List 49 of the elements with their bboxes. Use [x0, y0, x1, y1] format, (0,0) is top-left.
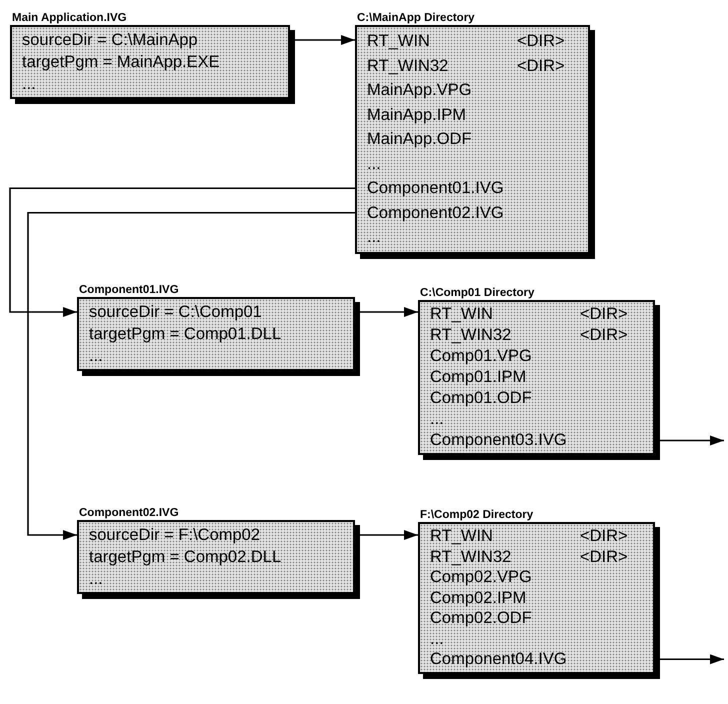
directory-tag: <DIR>: [517, 29, 565, 54]
file-entry: RT_WIN: [430, 526, 494, 546]
box-title: Component01.IVG: [79, 283, 179, 297]
box-title: Component02.IVG: [79, 506, 179, 520]
file-entry: sourceDir = F:\Comp02: [89, 525, 260, 546]
file-entry: sourceDir = C:\MainApp: [22, 30, 198, 51]
file-entry: ...: [430, 409, 444, 430]
file-entry: MainApp.ODF: [367, 129, 472, 150]
file-entry: Comp01.VPG: [430, 346, 532, 367]
directory-tag: <DIR>: [580, 546, 628, 567]
file-entry: targetPgm = Comp01.DLL: [89, 324, 282, 345]
file-entry: RT_WIN32: [430, 325, 512, 346]
file-entry: ...: [22, 74, 36, 95]
file-entry: RT_WIN: [430, 304, 494, 325]
file-entry: MainApp.VPG: [367, 80, 472, 101]
file-entry: targetPgm = MainApp.EXE: [22, 52, 220, 73]
box-title: Main Application.IVG: [12, 11, 127, 25]
file-entry: Comp02.ODF: [430, 608, 532, 628]
file-entry: Component03.IVG: [430, 430, 567, 451]
file-entry: targetPgm = Comp02.DLL: [89, 547, 282, 568]
file-entry: sourceDir = C:\Comp01: [89, 302, 262, 323]
arrow: [360, 307, 418, 317]
directory-tag: <DIR>: [517, 54, 565, 78]
box-title: F:\Comp02 Directory: [420, 508, 534, 522]
file-entry: ...: [89, 346, 103, 367]
file-entry: Comp01.IPM: [430, 367, 526, 388]
arrow: [660, 436, 724, 446]
box-title: C:\Comp01 Directory: [420, 286, 534, 300]
file-entry: ...: [430, 628, 444, 649]
file-entry: Component04.IVG: [430, 649, 567, 670]
file-entry: ...: [367, 154, 381, 174]
file-entry: Component02.IVG: [367, 202, 504, 224]
arrow: [660, 654, 724, 664]
directory-tag: <DIR>: [580, 304, 628, 325]
file-entry: MainApp.IPM: [367, 104, 466, 126]
arrow: [9, 187, 355, 317]
directory-tag: <DIR>: [580, 325, 628, 346]
file-entry: ...: [89, 569, 103, 590]
file-entry: ...: [367, 227, 381, 248]
box-title: C:\MainApp Directory: [357, 11, 475, 25]
file-entry: RT_WIN32: [367, 56, 450, 76]
directory-tag: <DIR>: [580, 526, 628, 546]
file-entry: RT_WIN32: [430, 546, 512, 567]
file-entry: Comp02.IPM: [430, 588, 526, 608]
file-entry: Comp02.VPG: [430, 567, 532, 588]
file-entry: Comp01.ODF: [430, 388, 532, 409]
file-entry: Component01.IVG: [367, 178, 504, 199]
file-entry: RT_WIN: [367, 31, 431, 52]
arrow: [27, 212, 355, 540]
